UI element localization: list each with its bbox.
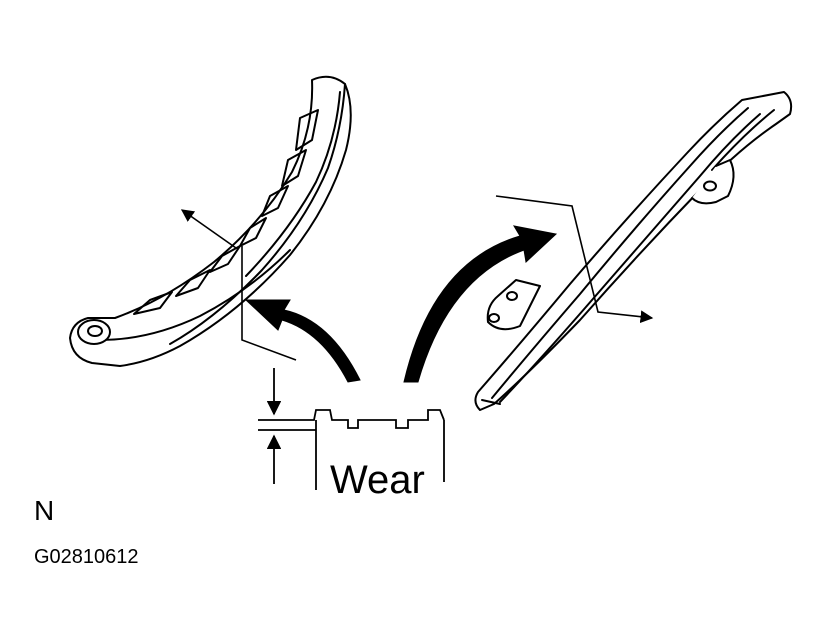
- left-section-line: [180, 209, 297, 361]
- callout-arrow-icon: [244, 225, 558, 383]
- view-letter-label: N: [34, 495, 54, 526]
- chain-damper-icon: [474, 91, 793, 411]
- wear-cross-section: [258, 368, 445, 490]
- figure-code-label: G02810612: [34, 546, 139, 568]
- right-section-line: [495, 195, 654, 324]
- chain-guide-icon: [69, 75, 352, 367]
- wear-label: Wear: [330, 458, 425, 502]
